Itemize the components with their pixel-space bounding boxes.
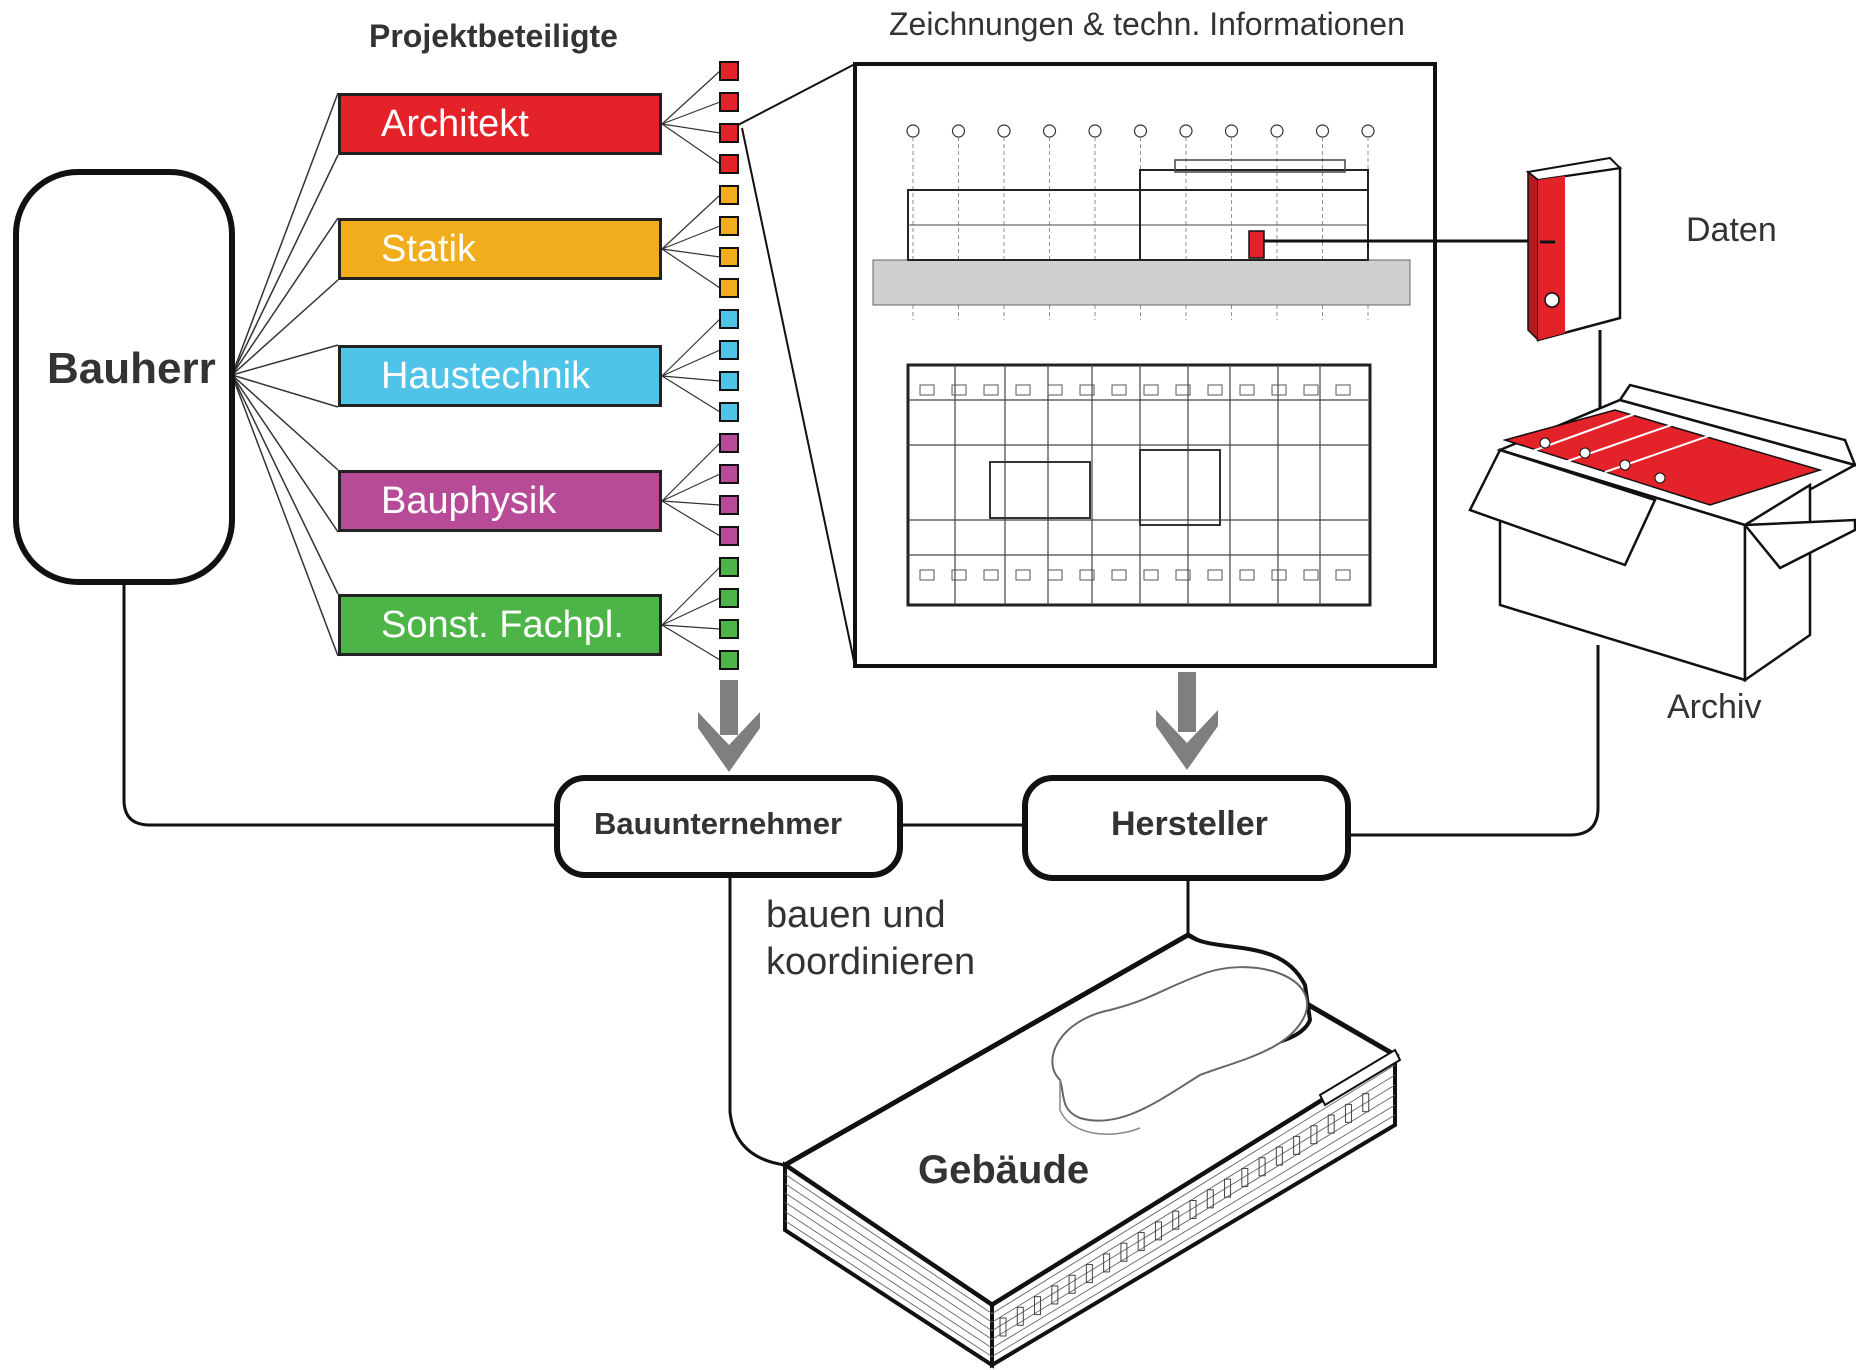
drawings-panel — [737, 62, 1540, 668]
deliverable-square — [719, 185, 739, 205]
manufacturer-label: Hersteller — [1111, 805, 1268, 843]
client-label: Bauherr — [47, 344, 216, 393]
deliverable-square — [719, 619, 739, 639]
action-label-line1: bauen und — [766, 894, 946, 936]
action-label-line2: koordinieren — [766, 941, 976, 983]
deliverable-square — [719, 402, 739, 422]
deliverable-square — [719, 309, 739, 329]
deliverable-square — [719, 61, 739, 81]
archive-label: Archiv — [1667, 688, 1762, 726]
deliverable-square — [719, 526, 739, 546]
building-label: Gebäude — [918, 1148, 1090, 1192]
deliverable-squares — [719, 61, 739, 670]
participant-box-4: Bauphysik — [338, 470, 662, 532]
deliverable-square — [719, 588, 739, 608]
archive-box-icon — [1468, 383, 1856, 683]
deliverable-square — [719, 557, 739, 577]
participant-label: Sonst. Fachpl. — [381, 603, 624, 646]
drawings-title: Zeichnungen & techn. Informationen — [889, 6, 1405, 42]
arrow-to-manufacturer — [1156, 672, 1218, 770]
deliverable-square — [719, 495, 739, 515]
deliverable-square — [719, 154, 739, 174]
data-label: Daten — [1686, 211, 1777, 249]
deliverable-square — [719, 278, 739, 298]
participant-box-3: Haustechnik — [338, 345, 662, 407]
deliverable-square — [719, 650, 739, 670]
deliverable-square — [719, 433, 739, 453]
building-illustration — [780, 932, 1402, 1369]
deliverable-square — [719, 371, 739, 391]
section-drawing — [872, 124, 1540, 320]
arrow-to-contractor — [698, 680, 760, 772]
deliverable-square — [719, 340, 739, 360]
participant-box-5: Sonst. Fachpl. — [338, 594, 662, 656]
deliverable-square — [719, 92, 739, 112]
participant-label: Architekt — [381, 102, 529, 145]
deliverable-square — [719, 123, 739, 143]
data-binder-icon — [1525, 156, 1623, 342]
deliverable-square — [719, 247, 739, 267]
contractor-box — [554, 775, 903, 878]
participant-box-1: Architekt — [338, 93, 662, 155]
manufacturer-box — [1022, 775, 1351, 881]
connector-lines — [231, 70, 721, 661]
participant-label: Bauphysik — [381, 479, 557, 522]
participant-box-2: Statik — [338, 218, 662, 280]
deliverable-square — [719, 464, 739, 484]
deliverable-square — [719, 216, 739, 236]
contractor-label: Bauunternehmer — [594, 806, 843, 841]
participant-label: Haustechnik — [381, 354, 591, 397]
participants-title: Projektbeteiligte — [369, 18, 618, 54]
participant-label: Statik — [381, 227, 477, 270]
floor-plan-drawing — [906, 363, 1372, 607]
